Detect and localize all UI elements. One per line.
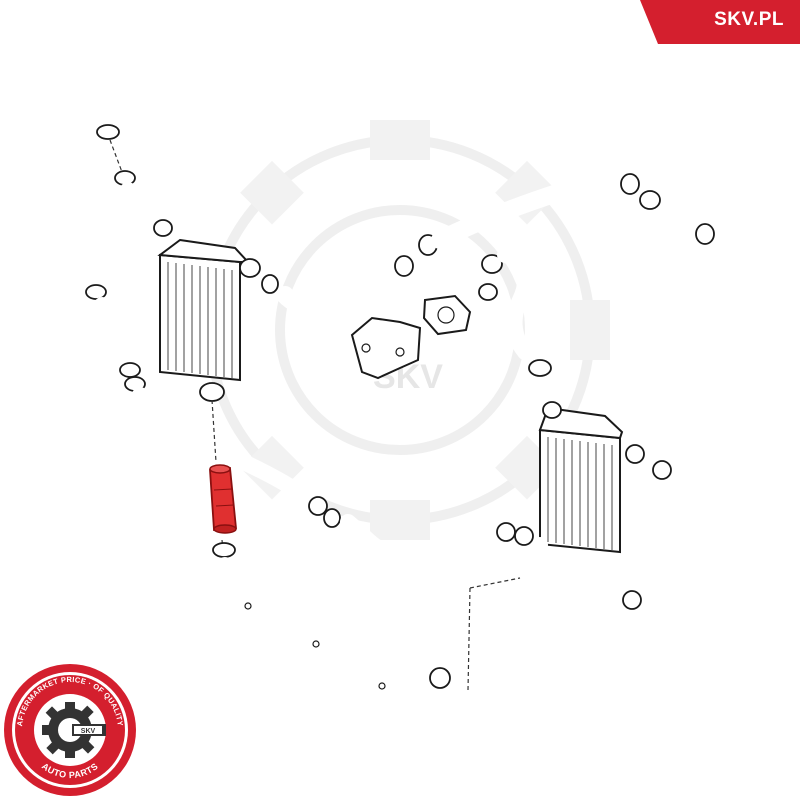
right-intercooler: [538, 401, 645, 554]
brand-tab-shape: [640, 0, 800, 44]
brand-site-tab[interactable]: SKV.PL: [640, 0, 800, 44]
gear-wrench-icon: AFTERMARKET PRICE · OF QUALITY AUTO PART…: [4, 664, 136, 796]
left-mid-hose: [94, 297, 141, 378]
left-intercooler: [157, 238, 261, 402]
highlighted-intercooler-hose: [209, 464, 237, 534]
badge-center-label: SKV: [81, 728, 96, 735]
left-upper-hose: [78, 124, 120, 300]
upper-right-long-hose: [418, 170, 661, 256]
lower-left-hose: [212, 542, 451, 693]
skv-auto-parts-badge: AFTERMARKET PRICE · OF QUALITY AUTO PART…: [2, 662, 138, 798]
right-outlet-hose: [622, 460, 723, 610]
brand-site-label: SKV.PL: [714, 9, 784, 30]
right-center-hose: [478, 247, 552, 377]
lower-long-hose: [124, 376, 534, 567]
lower-right-hose: [517, 537, 620, 606]
throttle-housing: [350, 294, 472, 380]
right-top-hose: [660, 204, 715, 245]
left-top-elbow: [114, 170, 173, 237]
upper-center-hose: [261, 255, 414, 317]
